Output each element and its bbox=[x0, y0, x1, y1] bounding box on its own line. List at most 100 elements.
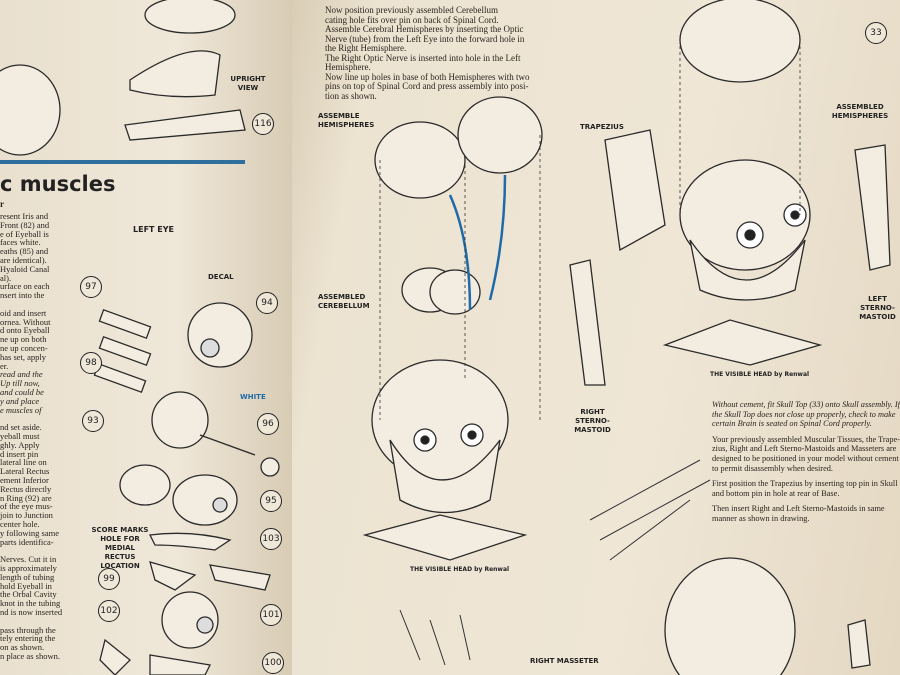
part-94-eyeball-drawing bbox=[187, 302, 253, 368]
body-text-line: eaths (85) and bbox=[0, 246, 49, 257]
body-text-line: y and place bbox=[0, 395, 40, 406]
instruction-text-line: Then insert Right and Left Sterno-Mastoi… bbox=[712, 504, 885, 514]
body-text-line: Nerves. Cut it in bbox=[0, 554, 57, 565]
body-text-line: Lateral Rectus bbox=[0, 466, 50, 477]
body-text-line: length of tubing bbox=[0, 571, 55, 582]
part-100-drawing bbox=[149, 654, 211, 675]
part-101-drawing bbox=[209, 564, 271, 591]
body-text-line: hold Eyeball in bbox=[0, 580, 52, 591]
instruction-text-line: Assemble Cerebral Hemispheres by inserti… bbox=[325, 24, 524, 34]
part-number-102: 102 bbox=[98, 600, 120, 622]
instruction-text-line: cating hole fits over pin on back of Spi… bbox=[325, 14, 499, 25]
instruction-text-line: certain Brain is seated on Spinal Cord p… bbox=[712, 419, 872, 429]
right-base-plate-drawing bbox=[662, 319, 823, 366]
body-text-line: y following same bbox=[0, 527, 60, 538]
part-103-drawing bbox=[149, 532, 232, 551]
subheading: r bbox=[0, 199, 4, 209]
instruction-text-line: pins on top of Spinal Cord and press ass… bbox=[325, 81, 529, 91]
part-99-drawing bbox=[149, 561, 197, 591]
decal-label: DECAL bbox=[208, 273, 234, 281]
body-text-line: Front (82) and bbox=[0, 219, 50, 230]
instruction-text-line: Your previously assembled Muscular Tissu… bbox=[712, 434, 900, 444]
instruction-text-line: Hemisphere. bbox=[325, 62, 371, 72]
white-label: WHITE bbox=[240, 393, 266, 401]
skull-top-33-drawing bbox=[679, 0, 801, 83]
body-text-line: ne up concen- bbox=[0, 343, 48, 353]
trapezius-drawing bbox=[604, 129, 666, 252]
instruction-text-line: and bottom pin in hole at rear of Base. bbox=[712, 488, 840, 498]
right-sterno-mastoid-drawing bbox=[569, 259, 606, 386]
body-text-line: faces white. bbox=[0, 237, 41, 248]
instruction-text-line: manner as shown in drawing. bbox=[712, 514, 810, 523]
part-number-99: 99 bbox=[98, 568, 120, 590]
body-text-line: knot in the tubing bbox=[0, 598, 61, 609]
upright-view-label: UPRIGHT VIEW bbox=[230, 75, 266, 92]
body-text-line: read and the bbox=[0, 369, 43, 380]
eyeball-assembly-drawing bbox=[119, 464, 171, 506]
body-text-line: nd is now inserted bbox=[0, 607, 63, 617]
body-text-line: nd set aside. bbox=[0, 422, 42, 433]
base-plate-text-right: THE VISIBLE HEAD by Renwal bbox=[710, 371, 810, 378]
base-plate-text: THE VISIBLE HEAD by Renwal bbox=[410, 566, 510, 573]
body-text-line: ne up on both bbox=[0, 334, 47, 345]
instruction-text-line: Now position previously assembled Cerebe… bbox=[325, 5, 498, 15]
part-number-103: 103 bbox=[260, 528, 282, 550]
body-text-line: Up till now, bbox=[0, 378, 40, 389]
left-hemisphere-drawing bbox=[374, 121, 466, 199]
part-102-drawing bbox=[99, 638, 131, 675]
body-text-line: on as shown. bbox=[0, 642, 45, 653]
body-text-line: urface on each bbox=[0, 281, 50, 292]
instruction-text-line: the Right Hemisphere. bbox=[325, 43, 407, 53]
instruction-text-line: to permit disassembly when desired. bbox=[712, 463, 833, 473]
body-text-line: n Ring (92) are bbox=[0, 492, 52, 503]
skull-fragment-drawing bbox=[144, 0, 236, 34]
assembled-cerebellum-label: ASSEMBLED CEREBELLUM bbox=[318, 293, 370, 310]
body-text-line: Hyaloid Canal bbox=[0, 263, 50, 274]
hatching-marks bbox=[399, 459, 711, 666]
body-text-line: oid and insert bbox=[0, 307, 47, 318]
part-95-drawing bbox=[260, 457, 280, 477]
eyeball-drawing bbox=[161, 591, 219, 649]
bone-part-drawing bbox=[124, 109, 246, 141]
body-text-line: ghly. Apply bbox=[0, 439, 40, 450]
body-text-line: join to Junction bbox=[0, 510, 53, 521]
skull-fragment-drawing bbox=[0, 64, 61, 156]
part-number-96: 96 bbox=[257, 413, 279, 435]
part-98-drawing bbox=[98, 335, 152, 367]
body-text-line: is approximately bbox=[0, 563, 57, 573]
body-text-line: d insert pin bbox=[0, 448, 39, 459]
part-number-93: 93 bbox=[82, 410, 104, 432]
body-text-line: nsert into the bbox=[0, 290, 45, 301]
part-93-drawing bbox=[151, 391, 209, 449]
part-number-95: 95 bbox=[260, 490, 282, 512]
instruction-text-line: Now line up holes in base of both Hemisp… bbox=[325, 71, 530, 82]
left-sterno-mastoid-drawing bbox=[854, 144, 891, 271]
right-sterno-mastoid-label: RIGHT STERNO-MASTOID bbox=[574, 408, 611, 434]
instruction-text-line: designed to be positioned in your model … bbox=[712, 454, 899, 463]
body-text-line: parts identifica- bbox=[0, 536, 54, 547]
body-text-line: e of Eyeball is bbox=[0, 228, 49, 239]
trapezius-label: TRAPEZIUS bbox=[580, 123, 624, 131]
left-sterno-mastoid-label: LEFT STERNO-MASTOID bbox=[859, 295, 896, 321]
instruction-text-line: First position the Trapezius by insertin… bbox=[712, 479, 898, 489]
instruction-text-line: the Skull Top does not close up properly… bbox=[712, 409, 896, 419]
body-text-line: center hole. bbox=[0, 519, 40, 529]
part-number-97: 97 bbox=[80, 276, 102, 298]
right-masseter-label: RIGHT MASSETER bbox=[530, 657, 599, 665]
base-plate-drawing bbox=[362, 514, 528, 561]
instruction-text-line: Nerve (tube) from the Left Eye into the … bbox=[325, 33, 525, 44]
assembled-hemispheres-label: ASSEMBLED HEMISPHERES bbox=[831, 103, 889, 120]
part-number-116: 116 bbox=[252, 113, 274, 135]
part-97-drawing bbox=[98, 308, 152, 340]
instruction-text-line: The Right Optic Nerve is inserted into h… bbox=[325, 52, 521, 63]
score-marks-label: SCORE MARKS HOLE FOR MEDIAL RECTUS LOCAT… bbox=[91, 526, 149, 570]
body-text-line: pass through the bbox=[0, 624, 56, 635]
part-number-101: 101 bbox=[260, 604, 282, 626]
body-text-line: the Orbal Cavity bbox=[0, 589, 57, 600]
body-text-line: of the eye mus- bbox=[0, 501, 53, 512]
optic-nerve-arrow bbox=[448, 194, 472, 311]
bottom-skull-drawing bbox=[664, 557, 796, 675]
instruction-text-line: tion as shown. bbox=[325, 90, 377, 101]
part-number-100: 100 bbox=[262, 652, 284, 674]
